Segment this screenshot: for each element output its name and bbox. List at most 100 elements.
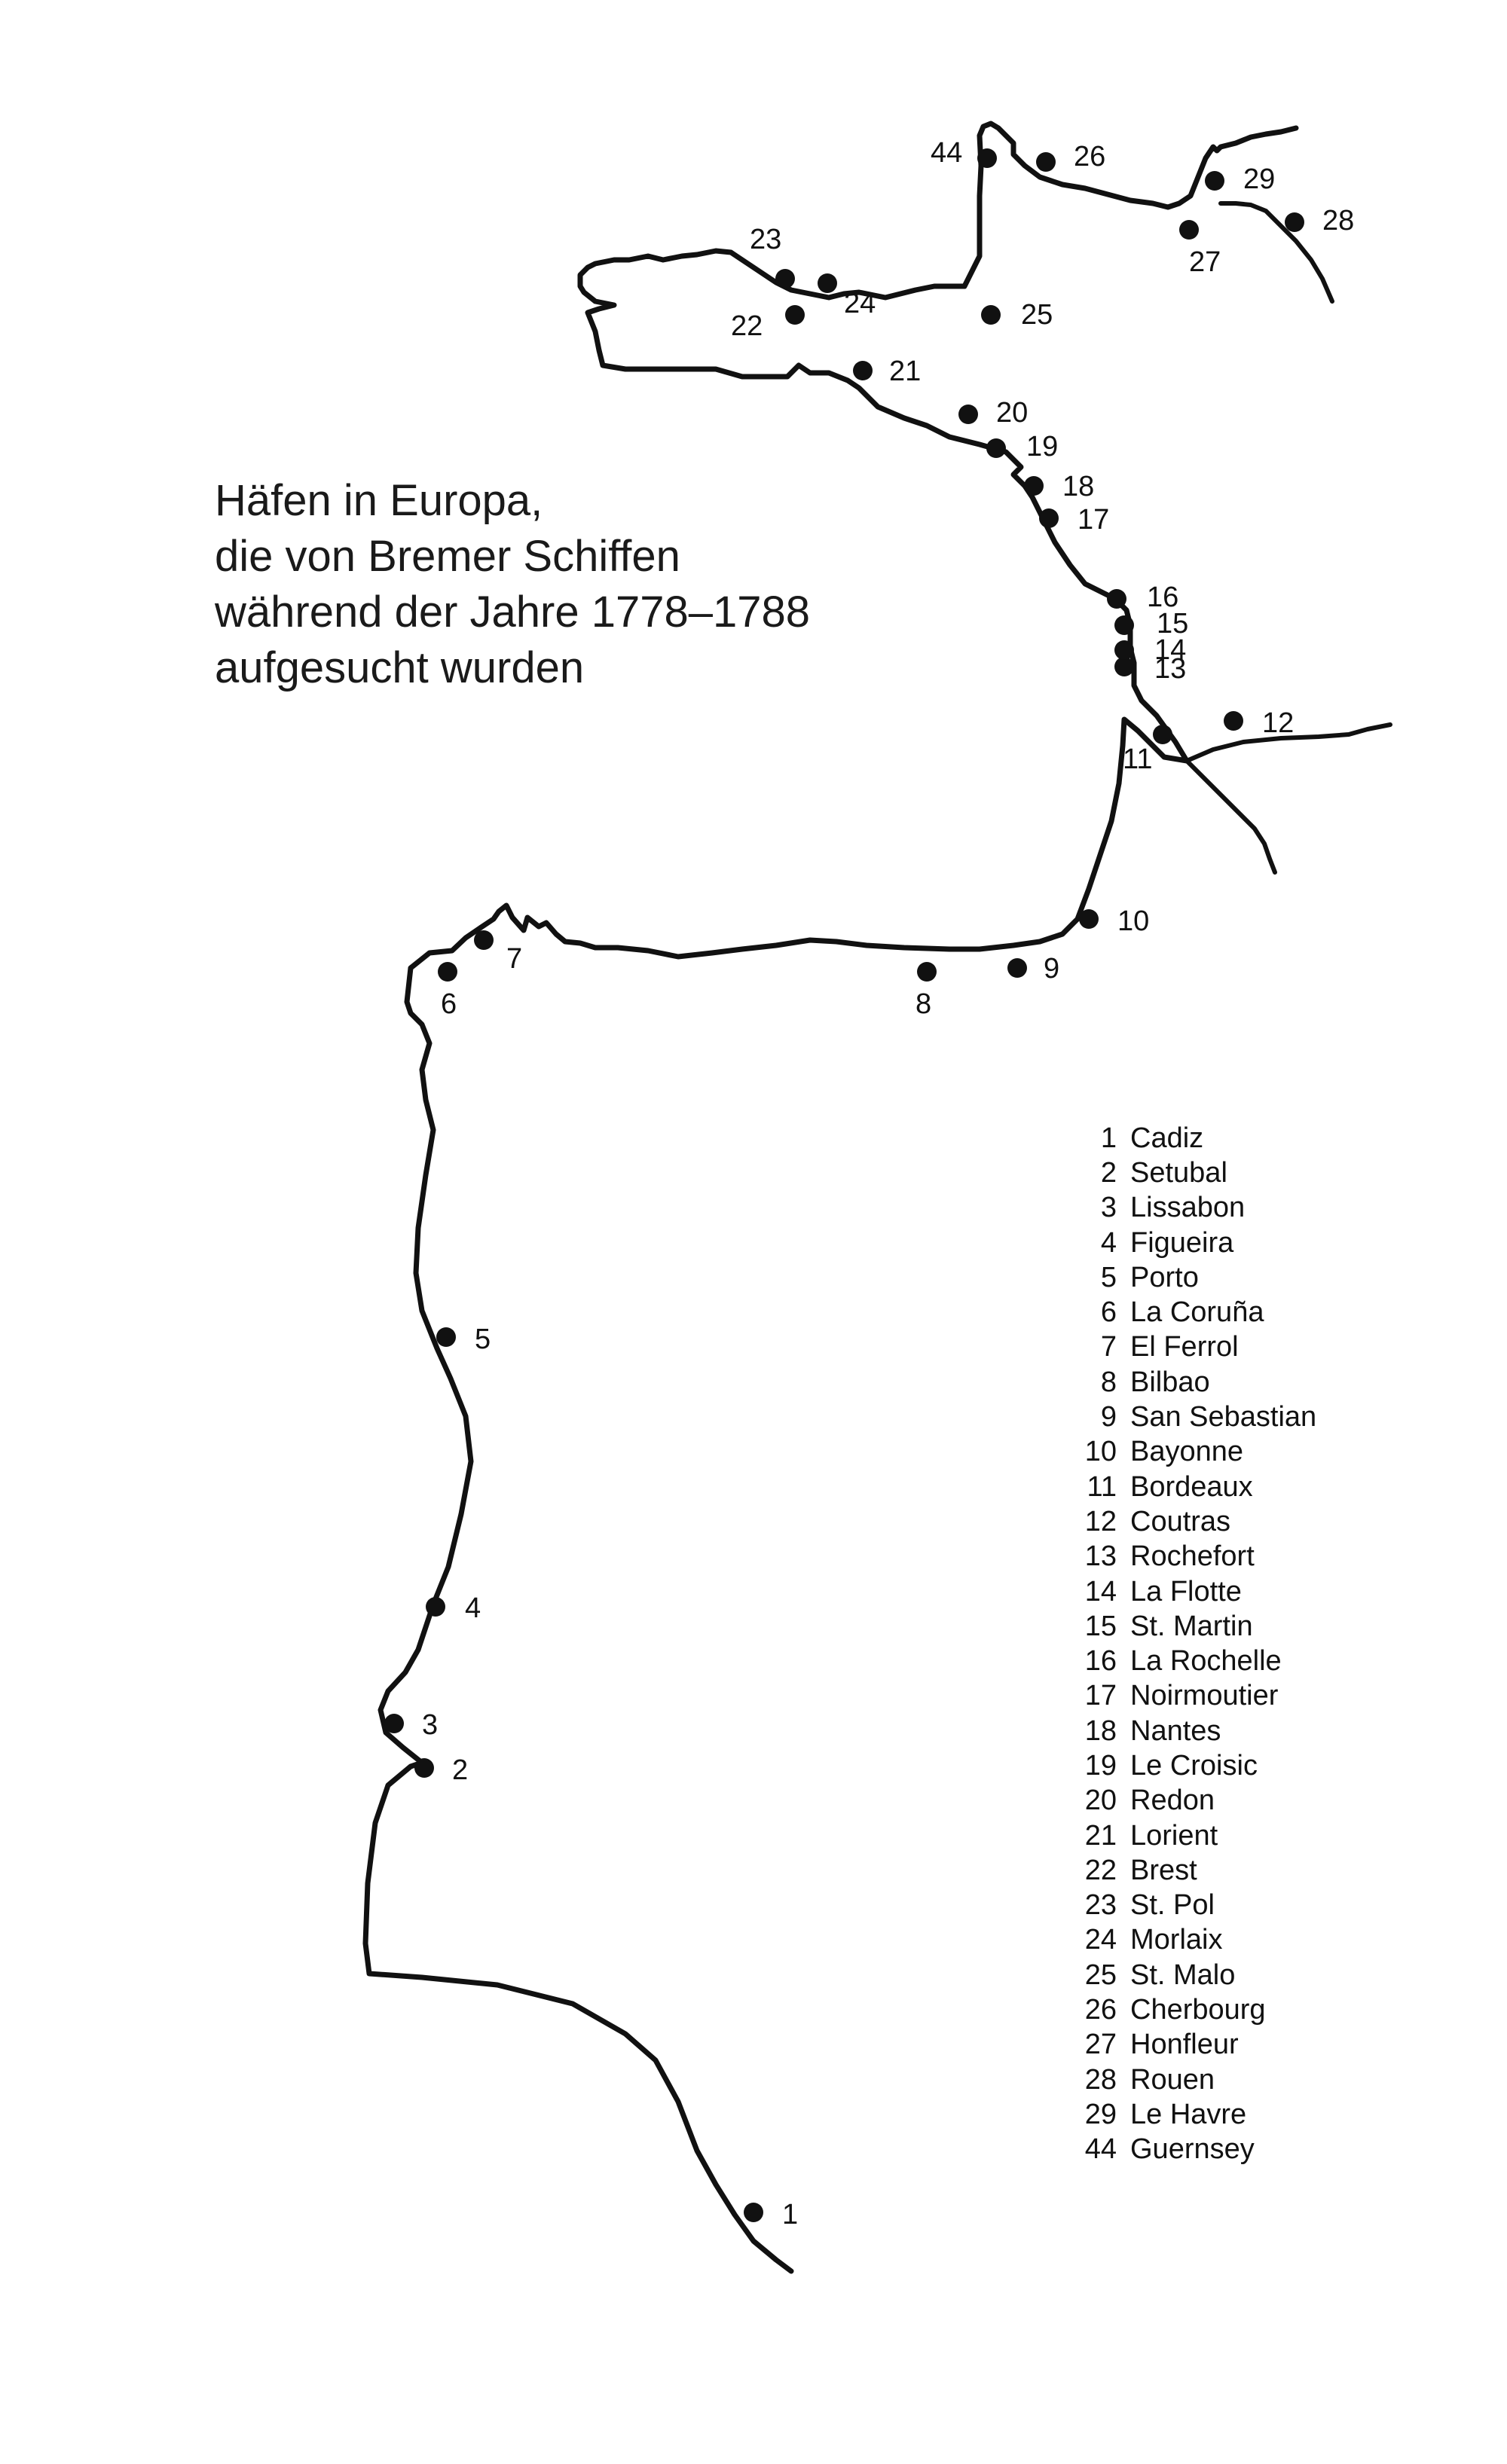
port-dot	[818, 273, 837, 293]
port-number-label: 9	[1044, 953, 1059, 985]
legend-number: 5	[1100, 1261, 1117, 1293]
port-dot	[436, 1327, 456, 1347]
port-marker: 26	[1036, 141, 1105, 173]
port-dot	[744, 2203, 763, 2222]
port-dot	[1039, 508, 1059, 528]
legend-item: 21 Lorient	[1070, 1818, 1316, 1853]
legend-port-name: Bilbao	[1130, 1366, 1210, 1398]
legend-number: 15	[1084, 1610, 1117, 1642]
legend-port-name: Coutras	[1130, 1505, 1231, 1537]
port-number-label: 27	[1189, 246, 1221, 278]
legend-port-name: St. Pol	[1130, 1889, 1215, 1922]
port-number-label: 24	[844, 288, 876, 319]
legend-port-name: Cadiz	[1130, 1122, 1204, 1154]
legend-item: 2 Setubal	[1070, 1156, 1316, 1190]
legend-number: 13	[1084, 1540, 1117, 1573]
port-number-label: 6	[441, 988, 457, 1020]
legend-number: 10	[1084, 1436, 1117, 1468]
port-dot	[1107, 589, 1126, 609]
legend-port-name: Setubal	[1130, 1156, 1227, 1189]
legend-port-name: Bayonne	[1130, 1436, 1244, 1468]
port-number-label: 3	[422, 1709, 438, 1741]
port-number-label: 5	[475, 1324, 491, 1355]
legend-number: 20	[1084, 1785, 1117, 1817]
legend-number: 22	[1084, 1854, 1117, 1886]
legend-number: 11	[1087, 1470, 1117, 1503]
port-marker: 25	[981, 299, 1053, 331]
legend-port-name: San Sebastian	[1130, 1401, 1317, 1434]
port-number-label: 14	[1154, 634, 1186, 666]
title-line: aufgesucht wurden	[215, 643, 585, 692]
port-marker: 15	[1114, 608, 1188, 640]
legend-number: 16	[1084, 1645, 1117, 1678]
port-dot	[1024, 476, 1044, 496]
legend-item: 4 Figueira	[1070, 1226, 1316, 1260]
legend-port-name: St. Martin	[1130, 1610, 1253, 1642]
legend-port-name: Cherbourg	[1130, 1994, 1266, 2026]
map-title: Häfen in Europa, die von Bremer Schiffen…	[215, 473, 810, 696]
port-number-label: 21	[889, 356, 921, 387]
legend-port-name: Honfleur	[1130, 2029, 1239, 2061]
legend-port-name: Morlaix	[1130, 1924, 1223, 1956]
port-marker: 29	[1205, 163, 1275, 195]
legend-number: 1	[1100, 1122, 1117, 1154]
legend-port-name: Figueira	[1130, 1226, 1234, 1259]
title-line: Häfen in Europa,	[215, 476, 543, 525]
port-marker: 8	[916, 962, 937, 1020]
legend-port-name: Rouen	[1130, 2063, 1215, 2096]
legend-number: 44	[1084, 2133, 1117, 2166]
legend-port-name: Bordeaux	[1130, 1470, 1253, 1503]
legend-port-name: Le Havre	[1130, 2098, 1247, 2130]
port-marker: 10	[1079, 905, 1149, 937]
port-dot	[853, 361, 873, 380]
port-dot	[438, 962, 457, 982]
legend-port-name: La Coruña	[1130, 1296, 1264, 1329]
port-number-label: 29	[1243, 163, 1275, 195]
port-dot	[1114, 640, 1134, 660]
legend-number: 2	[1100, 1156, 1117, 1189]
port-dot	[1285, 212, 1304, 232]
port-dot	[958, 405, 978, 424]
title-line: die von Bremer Schiffen	[215, 532, 680, 581]
legend-item: 29 Le Havre	[1070, 2097, 1316, 2132]
legend-number: 24	[1084, 1924, 1117, 1956]
title-line: während der Jahre 1778–1788	[215, 588, 811, 637]
port-marker: 6	[438, 962, 457, 1020]
legend-port-name: Nantes	[1130, 1714, 1221, 1747]
legend-port-name: Lorient	[1130, 1819, 1218, 1852]
port-marker: 27	[1179, 220, 1221, 278]
port-marker: 2	[414, 1754, 468, 1786]
port-number-label: 13	[1154, 653, 1186, 685]
port-marker: 4	[426, 1592, 481, 1624]
port-dot	[981, 305, 1001, 325]
port-marker: 13	[1114, 653, 1186, 685]
legend-number: 25	[1084, 1959, 1117, 1991]
legend-item: 24 Morlaix	[1070, 1923, 1316, 1958]
legend-number: 21	[1084, 1819, 1117, 1852]
port-dot	[917, 962, 937, 982]
port-marker: 16	[1107, 582, 1178, 613]
port-number-label: 19	[1026, 431, 1058, 463]
port-dot	[977, 148, 997, 168]
port-marker: 1	[744, 2199, 798, 2230]
legend-number: 29	[1084, 2098, 1117, 2130]
port-number-label: 22	[731, 310, 763, 342]
legend-port-name: Le Croisic	[1130, 1749, 1258, 1782]
legend-number: 4	[1100, 1226, 1117, 1259]
